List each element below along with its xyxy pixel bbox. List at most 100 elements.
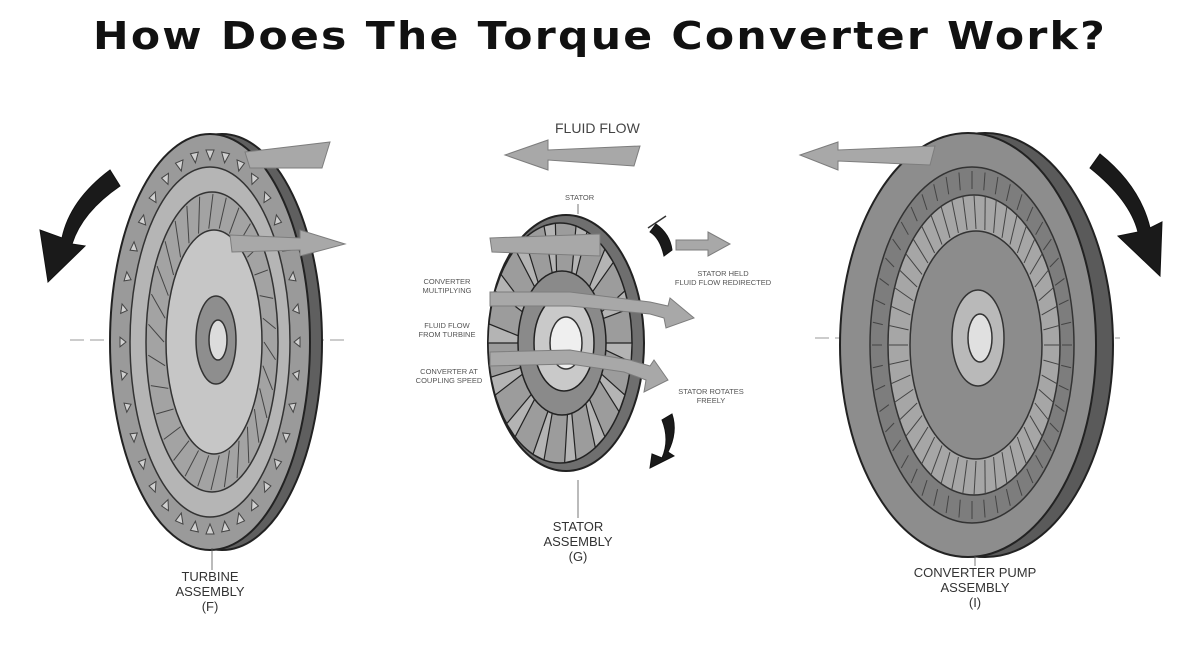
pump-vane: [993, 200, 997, 233]
fluid-flow-from-turbine-label: FLUID FLOW FROM TURBINE: [412, 321, 482, 339]
stator-held-line-2: FLUID FLOW REDIRECTED: [674, 277, 772, 287]
turbine-inner-vane: [223, 450, 230, 488]
turbine-inner-vane: [163, 426, 181, 440]
pump-outer-vane: [921, 479, 928, 496]
pump-vane: [1023, 238, 1036, 264]
pump-vane: [921, 436, 936, 465]
pump-outer-vane: [885, 422, 895, 433]
turbine-vane: [148, 190, 157, 204]
pump-vane: [1001, 452, 1008, 484]
turbine-inner-vane: [156, 265, 169, 296]
turbine-inner-vane: [173, 440, 190, 461]
converter-coupling-label: CONVERTER AT COUPLING SPEED: [412, 367, 486, 385]
turbine-label-line-3: (F): [201, 598, 219, 614]
turbine-inner-vane: [263, 341, 276, 360]
pump-outer-vane: [1016, 194, 1023, 211]
pump-outer-vane: [1026, 468, 1034, 484]
pump-outer-vane: [958, 499, 961, 518]
pump-vane: [930, 214, 943, 245]
stator-rotates-line-1: STATOR ROTATES: [678, 387, 744, 396]
fluid-flow-arrows: [229, 139, 936, 393]
turbine-vane: [174, 159, 184, 173]
turbine-vane: [273, 213, 283, 226]
stator-rotation-arrow: [649, 413, 675, 469]
pump-outer-vane: [1026, 206, 1034, 222]
converter-coupling-line-2: COUPLING SPEED: [415, 375, 483, 385]
pump-vane: [905, 253, 923, 275]
turbine-vane: [119, 336, 127, 348]
flow-arrow-multiplying: [489, 291, 695, 329]
pump-vane: [921, 225, 936, 254]
turbine-inner-vane: [218, 197, 227, 229]
turbine-inner-vane: [259, 295, 274, 299]
flow-arrow-top: [503, 139, 641, 171]
pump-rotation-arrow: [1089, 153, 1163, 278]
turbine-inner-vane: [259, 388, 268, 419]
turbine-vane: [236, 511, 246, 525]
pump-outer-vane: [1061, 321, 1072, 326]
rotation-arrows: [39, 153, 1163, 469]
pump-vane: [899, 269, 918, 288]
pump-outer-vane: [900, 221, 909, 235]
turbine-inner-vane: [184, 450, 199, 477]
pump-outer-vane: [1054, 404, 1065, 412]
pump-outer-vane: [1005, 489, 1011, 506]
pump-outer-vane: [910, 468, 918, 484]
turbine-inner-vane: [155, 408, 174, 415]
pump-vane: [1029, 253, 1043, 275]
pump-vane: [1038, 389, 1054, 403]
pump-vane: [930, 445, 943, 476]
pump-vane: [890, 305, 911, 316]
converter-coupling-line-1: CONVERTER AT: [420, 367, 478, 376]
pump-outer-vane: [872, 364, 883, 369]
converter-multiplying-line-2: MULTIPLYING: [422, 285, 472, 295]
pump-outer-vane: [879, 278, 890, 286]
stator-held-line-1: STATOR HELD: [697, 269, 749, 278]
turbine-vane: [236, 159, 246, 173]
pump-outer-vane: [879, 404, 890, 412]
pump-outer-vane: [900, 455, 909, 469]
pump-vane: [888, 359, 909, 366]
pump-outer-vane: [875, 299, 886, 306]
turbine-vane: [263, 190, 272, 204]
pump-outer-vane: [1016, 479, 1023, 496]
converter-pump-assembly-label: CONVERTER PUMP ASSEMBLY (I): [895, 565, 1055, 611]
pump-outer-vane: [892, 238, 902, 251]
turbine-vane: [291, 302, 300, 315]
pump-outer-vane: [1054, 278, 1065, 286]
pump-vane: [973, 194, 977, 230]
turbine-vane: [189, 519, 200, 533]
pump-vanes: [872, 171, 1072, 519]
turbine-inner-vane: [198, 196, 201, 234]
pump-outer-vane: [910, 206, 918, 222]
pump-vane: [912, 238, 929, 264]
turbine-vane: [129, 240, 138, 252]
pump-vane: [1038, 287, 1054, 301]
turbine-inner-vane: [186, 205, 190, 244]
turbine-assembly: [109, 133, 323, 551]
turbine-vane: [288, 402, 297, 414]
turbine-vane: [120, 369, 129, 382]
pump-vane: [1016, 436, 1027, 465]
turbine-rotation-arrow: [39, 169, 121, 284]
pump-vane: [899, 402, 918, 421]
flow-arrow-stator-out: [675, 231, 732, 257]
stator-asm-line-3: (G): [568, 548, 588, 564]
turbine-inner-vane: [246, 426, 250, 464]
pump-vane: [1001, 206, 1008, 238]
pump-vane: [973, 460, 977, 496]
pump-outer-vane: [875, 384, 886, 391]
turbine-inner-vane: [262, 317, 277, 330]
flow-arrow-coupling: [489, 349, 669, 393]
pump-vane: [1023, 426, 1036, 452]
converter-multiplying-label: CONVERTER MULTIPLYING: [412, 277, 482, 295]
pump-vane: [1009, 214, 1018, 245]
pump-outer-vane: [921, 194, 928, 211]
turbine-inner-vane: [253, 408, 260, 443]
pump-vane: [1029, 415, 1043, 437]
turbine-inner-vane: [197, 455, 210, 487]
pump-vane: [951, 456, 959, 490]
pump-vane: [962, 459, 968, 494]
stator-asm-line-1: STATOR: [552, 519, 604, 534]
